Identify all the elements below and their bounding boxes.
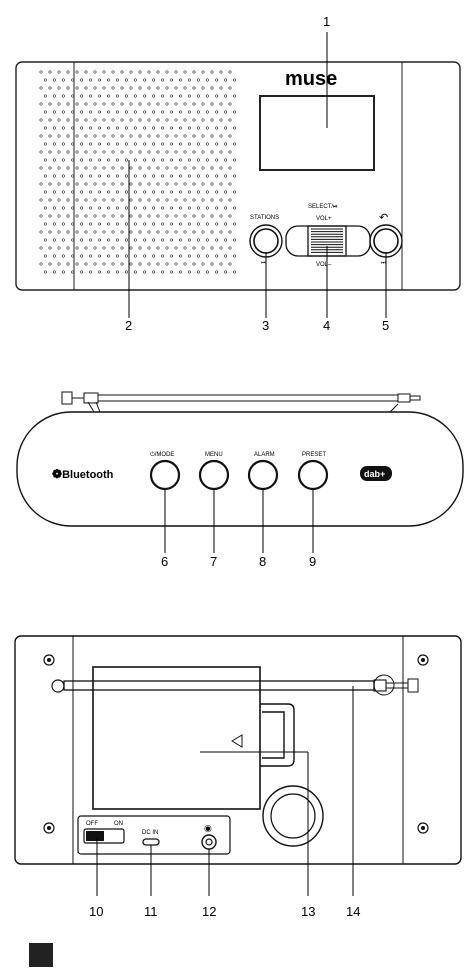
screw-bottom-left [44, 823, 54, 833]
arrow-left-icon [232, 735, 242, 747]
speaker-port [263, 786, 323, 846]
callout-3: 3 [262, 318, 269, 333]
vol-minus-label: VOL– [316, 262, 332, 268]
callout-9: 9 [309, 554, 316, 569]
dab-logo: dab+ [360, 466, 392, 481]
volume-wheel-housing [286, 226, 370, 256]
antenna-top [62, 392, 420, 412]
screw-bottom-right [418, 823, 428, 833]
skip-forward-icon: ⏭ [381, 260, 386, 266]
back-body [15, 636, 461, 864]
back-view: OFF ON DC IN ◉ 10 11 12 13 14 [15, 636, 461, 919]
back-icon: ↶ [379, 212, 388, 224]
mode-label: ⏻/MODE [150, 451, 174, 458]
menu-label: MENU [205, 452, 223, 458]
bluetooth-logo: ❁Bluetooth [52, 467, 114, 481]
callout-10: 10 [89, 904, 103, 919]
headphone-icon: ◉ [204, 823, 212, 833]
select-label: SELECT/⏯ [308, 204, 338, 210]
display-screen [260, 96, 374, 170]
callout-12: 12 [202, 904, 216, 919]
skip-back-icon: ⏮ [261, 260, 266, 266]
brand-logo: muse [285, 68, 337, 90]
alarm-label: ALARM [254, 452, 275, 458]
callout-13: 13 [301, 904, 315, 919]
callout-14: 14 [346, 904, 360, 919]
power-switch-slider[interactable] [86, 831, 104, 841]
vol-plus-label: VOL+ [316, 216, 332, 222]
callout-1: 1 [323, 14, 330, 29]
cover-latch[interactable] [260, 704, 294, 766]
callout-8: 8 [259, 554, 266, 569]
callout-6: 6 [161, 554, 168, 569]
preset-label: PRESET [302, 452, 326, 458]
top-view: ❁Bluetooth ⏻/MODE MENU ALARM PRESET dab+… [17, 392, 463, 569]
callout-11: 11 [144, 904, 158, 919]
dcin-label: DC IN [142, 830, 158, 836]
screw-top-right [418, 655, 428, 665]
battery-cover [93, 667, 260, 809]
preset-button[interactable] [299, 461, 327, 489]
stations-label: STATIONS [250, 215, 279, 221]
speaker-grille [40, 71, 236, 273]
callout-7: 7 [210, 554, 217, 569]
alarm-button[interactable] [249, 461, 277, 489]
callout-2: 2 [125, 318, 132, 333]
on-label: ON [114, 821, 123, 827]
dc-in-port[interactable] [143, 839, 159, 845]
antenna-back[interactable] [52, 675, 418, 695]
callout-5: 5 [382, 318, 389, 333]
screw-top-left [44, 655, 54, 665]
callout-4: 4 [323, 318, 330, 333]
mode-button[interactable] [151, 461, 179, 489]
language-tab [29, 943, 53, 967]
svg-text:dab+: dab+ [364, 469, 385, 479]
front-view: muse SELECT/⏯ STATIONS VOL+ VOL– ↶ ⏮ ⏭ 1… [16, 14, 460, 333]
off-label: OFF [86, 821, 98, 827]
menu-button[interactable] [200, 461, 228, 489]
headphone-jack[interactable] [202, 835, 216, 849]
